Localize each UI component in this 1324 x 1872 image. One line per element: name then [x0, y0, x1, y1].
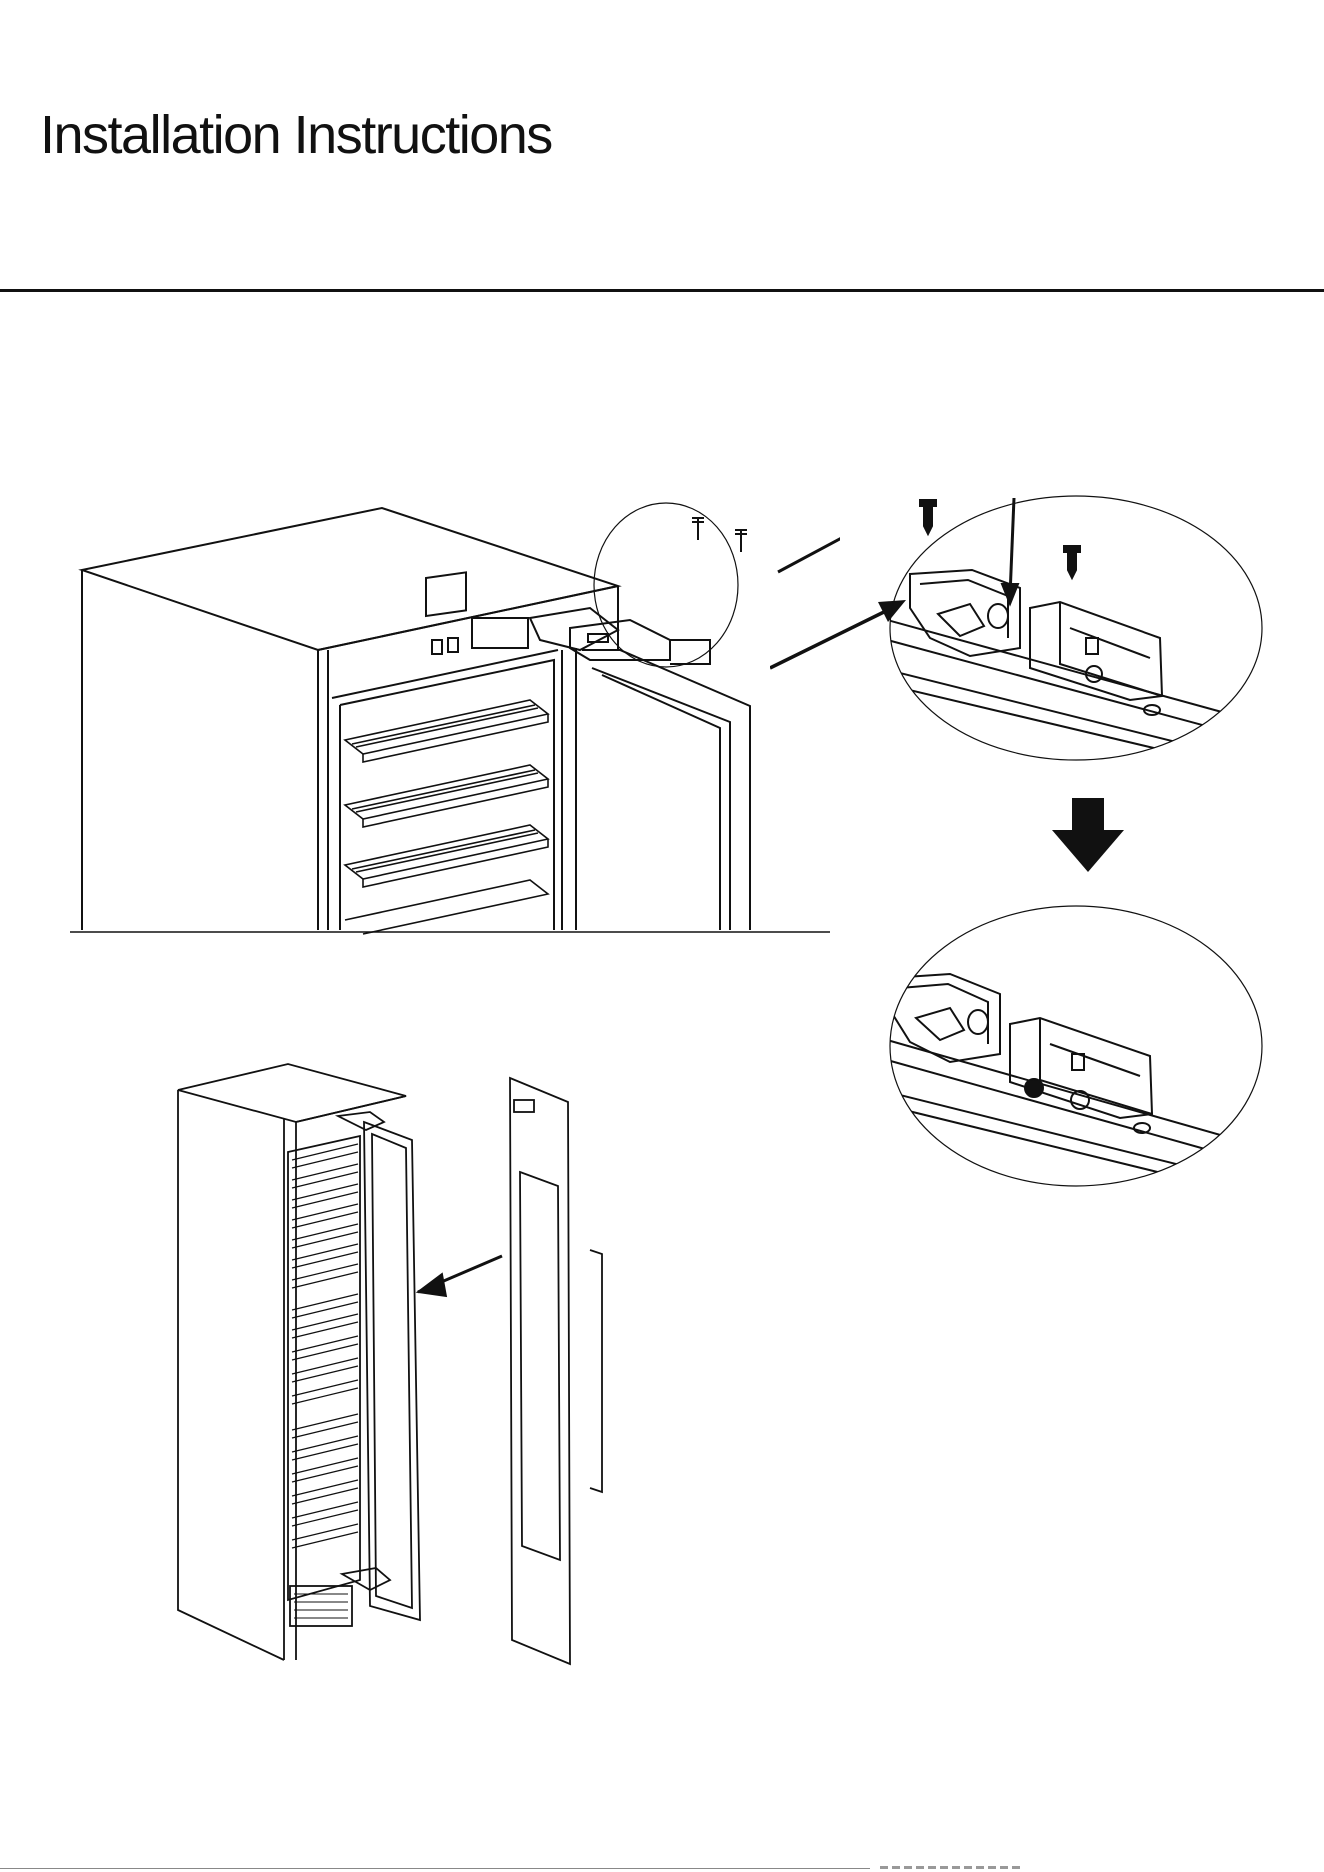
page-title: Installation Instructions	[40, 108, 552, 162]
cabinet-hinge-overview-figure	[70, 500, 840, 940]
header-divider	[0, 289, 1324, 292]
hinge-detail-with-screws-figure	[880, 478, 1280, 768]
footer-marks	[880, 1866, 1020, 1869]
footer-divider	[0, 1868, 870, 1869]
full-cabinet-with-door-panel-figure	[170, 1060, 650, 1670]
hinge-detail-installed-figure	[880, 890, 1280, 1190]
down-arrow-icon	[1050, 798, 1126, 874]
